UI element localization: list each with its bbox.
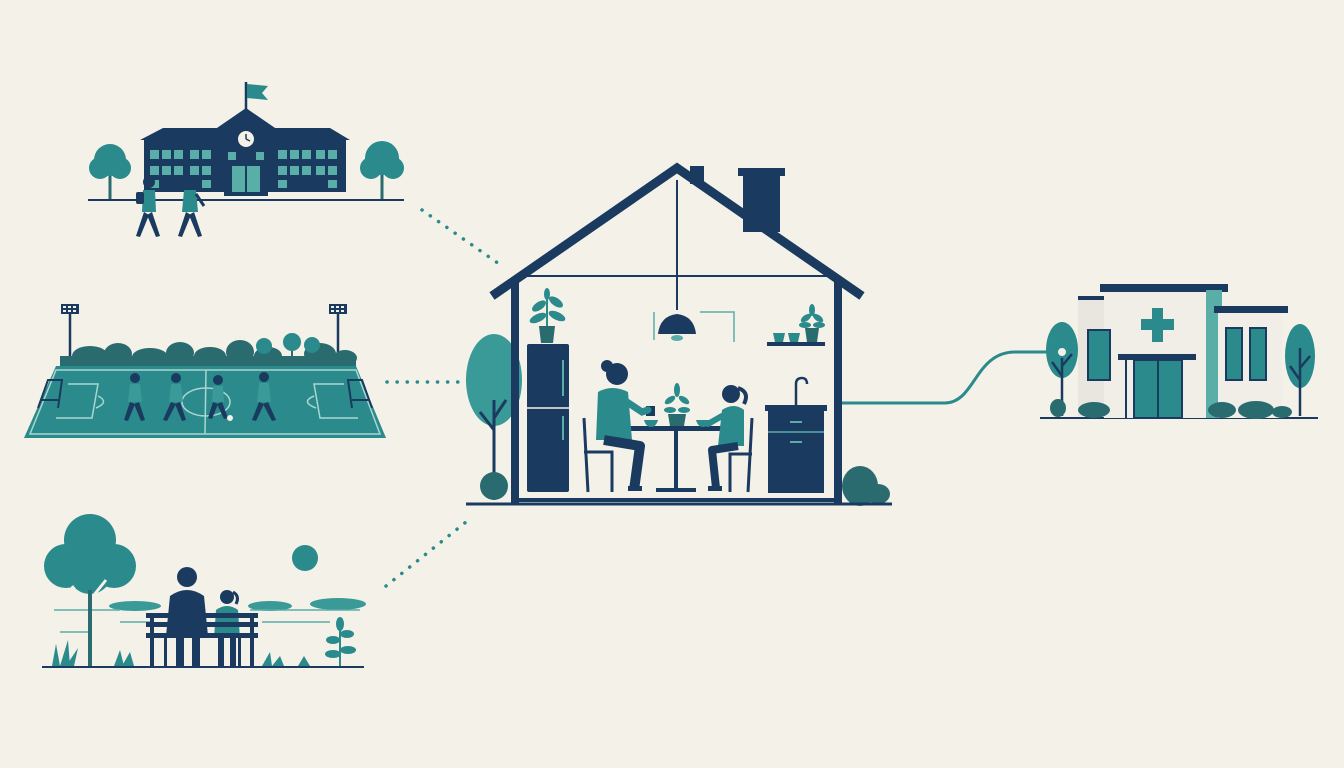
player-icon xyxy=(252,372,276,421)
connector-school-home xyxy=(420,208,504,268)
sun-icon xyxy=(292,545,318,571)
potted-plant-icon xyxy=(799,304,825,342)
tree-icon xyxy=(1285,324,1315,416)
kitchen-cabinet-icon xyxy=(765,376,827,493)
tree-icon xyxy=(44,514,136,666)
player-icon xyxy=(163,373,186,421)
player-icon xyxy=(124,373,145,421)
sports-field-icon xyxy=(24,304,386,438)
goal-icon xyxy=(37,379,64,409)
tree-icon xyxy=(256,333,320,364)
tree-icon xyxy=(89,144,131,199)
bench-icon xyxy=(146,613,258,667)
park-bench-icon xyxy=(42,514,366,668)
adult-seated-icon xyxy=(582,360,652,493)
shelf xyxy=(767,342,825,346)
child-walking-icon xyxy=(136,176,160,237)
pendant-lamp-icon xyxy=(658,314,696,334)
dining-table-icon xyxy=(628,383,724,492)
tree-icon xyxy=(360,141,404,199)
house-icon xyxy=(466,162,892,506)
child-walking-icon xyxy=(178,176,206,237)
connector-home-clinic xyxy=(842,350,1050,405)
tree-icon xyxy=(1046,322,1078,416)
treeline xyxy=(60,340,357,366)
child-seated-icon xyxy=(214,590,240,666)
child-seated-icon xyxy=(705,385,754,493)
plant-icon xyxy=(52,617,356,666)
potted-plant-icon xyxy=(529,288,566,343)
clinic-icon xyxy=(1040,284,1318,419)
medical-cross-icon xyxy=(1141,308,1174,342)
player-icon xyxy=(208,375,233,421)
goal-icon xyxy=(346,379,373,409)
connector-park-home xyxy=(384,520,468,588)
school-icon xyxy=(88,82,404,237)
fridge-icon xyxy=(527,344,569,492)
